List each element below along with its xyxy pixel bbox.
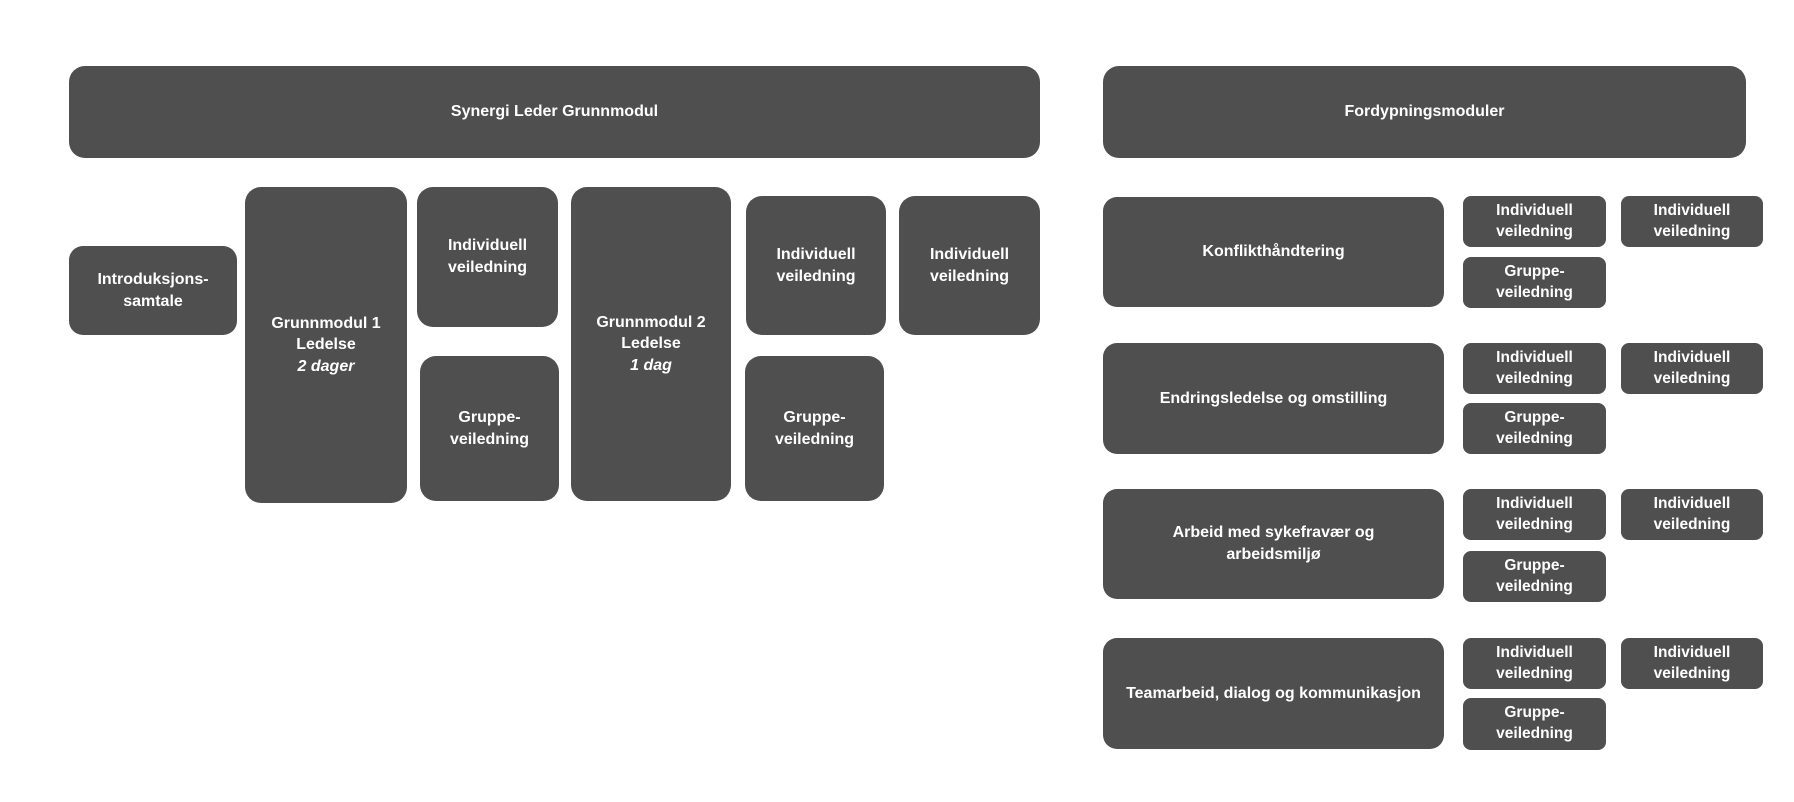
grunnmodul-2-label: Grunnmodul 2 Ledelse 1 dag [596,312,705,377]
individuell-veiledning-box-8: Individuell veiledning [1463,489,1606,540]
fordypning-module-title: Arbeid med sykefravær og arbeidsmiljø [1172,524,1375,563]
individuell-veiledning-box-7: Individuell veiledning [1621,343,1763,394]
fordypning-module-sykefravaer: Arbeid med sykefravær og arbeidsmiljø [1103,489,1444,599]
individuell-veiledning-box-9: Individuell veiledning [1621,489,1763,540]
individuell-veiledning-box-11: Individuell veiledning [1621,638,1763,689]
fordypning-header-label: Fordypningsmoduler [1344,103,1505,121]
gruppe-veiledning-label: Gruppe- veiledning [449,408,530,448]
gruppe-veiledning-box-4: Gruppe- veiledning [1463,403,1606,454]
fordypning-module-konflikthandtering: Konflikthåndtering [1103,197,1444,307]
gruppe-veiledning-box-3: Gruppe- veiledning [1463,257,1606,308]
fordypning-header: Fordypningsmoduler [1103,66,1746,158]
grunnmodul-header: Synergi Leder Grunnmodul [69,66,1040,158]
individuell-veiledning-box-3: Individuell veiledning [899,196,1040,335]
gruppe-veiledning-label: Gruppe- veiledning [774,408,855,448]
gruppe-veiledning-box-1: Gruppe- veiledning [420,356,559,501]
grunnmodul-1-label: Grunnmodul 1 Ledelse 2 dager [271,313,380,378]
fordypning-module-title: Teamarbeid, dialog og kommunikasjon [1126,684,1421,702]
intro-samtale-label: Introduksjons- samtale [97,270,209,310]
fordypning-module-endringsledelse: Endringsledelse og omstilling [1103,343,1444,454]
individuell-veiledning-label: Individuell veiledning [447,237,528,276]
grunnmodul-2-box: Grunnmodul 2 Ledelse 1 dag [571,187,731,501]
gruppe-veiledning-box-2: Gruppe- veiledning [745,356,884,501]
grunnmodul-2-duration: 1 dag [630,356,672,374]
individuell-veiledning-box-10: Individuell veiledning [1463,638,1606,689]
grunnmodul-1-duration: 2 dager [297,357,355,375]
grunnmodul-1-box: Grunnmodul 1 Ledelse 2 dager [245,187,407,503]
intro-samtale-box: Introduksjons- samtale [69,246,237,335]
individuell-veiledning-box-6: Individuell veiledning [1463,343,1606,394]
individuell-veiledning-label: Individuell veiledning [776,245,856,285]
fordypning-module-title: Konflikthåndtering [1202,243,1345,261]
gruppe-veiledning-box-6: Gruppe- veiledning [1463,698,1606,750]
grunnmodul-header-label: Synergi Leder Grunnmodul [450,103,659,121]
gruppe-veiledning-box-5: Gruppe- veiledning [1463,551,1606,602]
individuell-veiledning-box-4: Individuell veiledning [1463,196,1606,247]
fordypning-module-teamarbeid: Teamarbeid, dialog og kommunikasjon [1103,638,1444,749]
individuell-veiledning-box-2: Individuell veiledning [746,196,886,335]
individuell-veiledning-box-1: Individuell veiledning [417,187,558,327]
individuell-veiledning-label: Individuell veiledning [929,245,1010,285]
fordypning-module-title: Endringsledelse og omstilling [1159,389,1388,407]
individuell-veiledning-box-5: Individuell veiledning [1621,196,1763,247]
